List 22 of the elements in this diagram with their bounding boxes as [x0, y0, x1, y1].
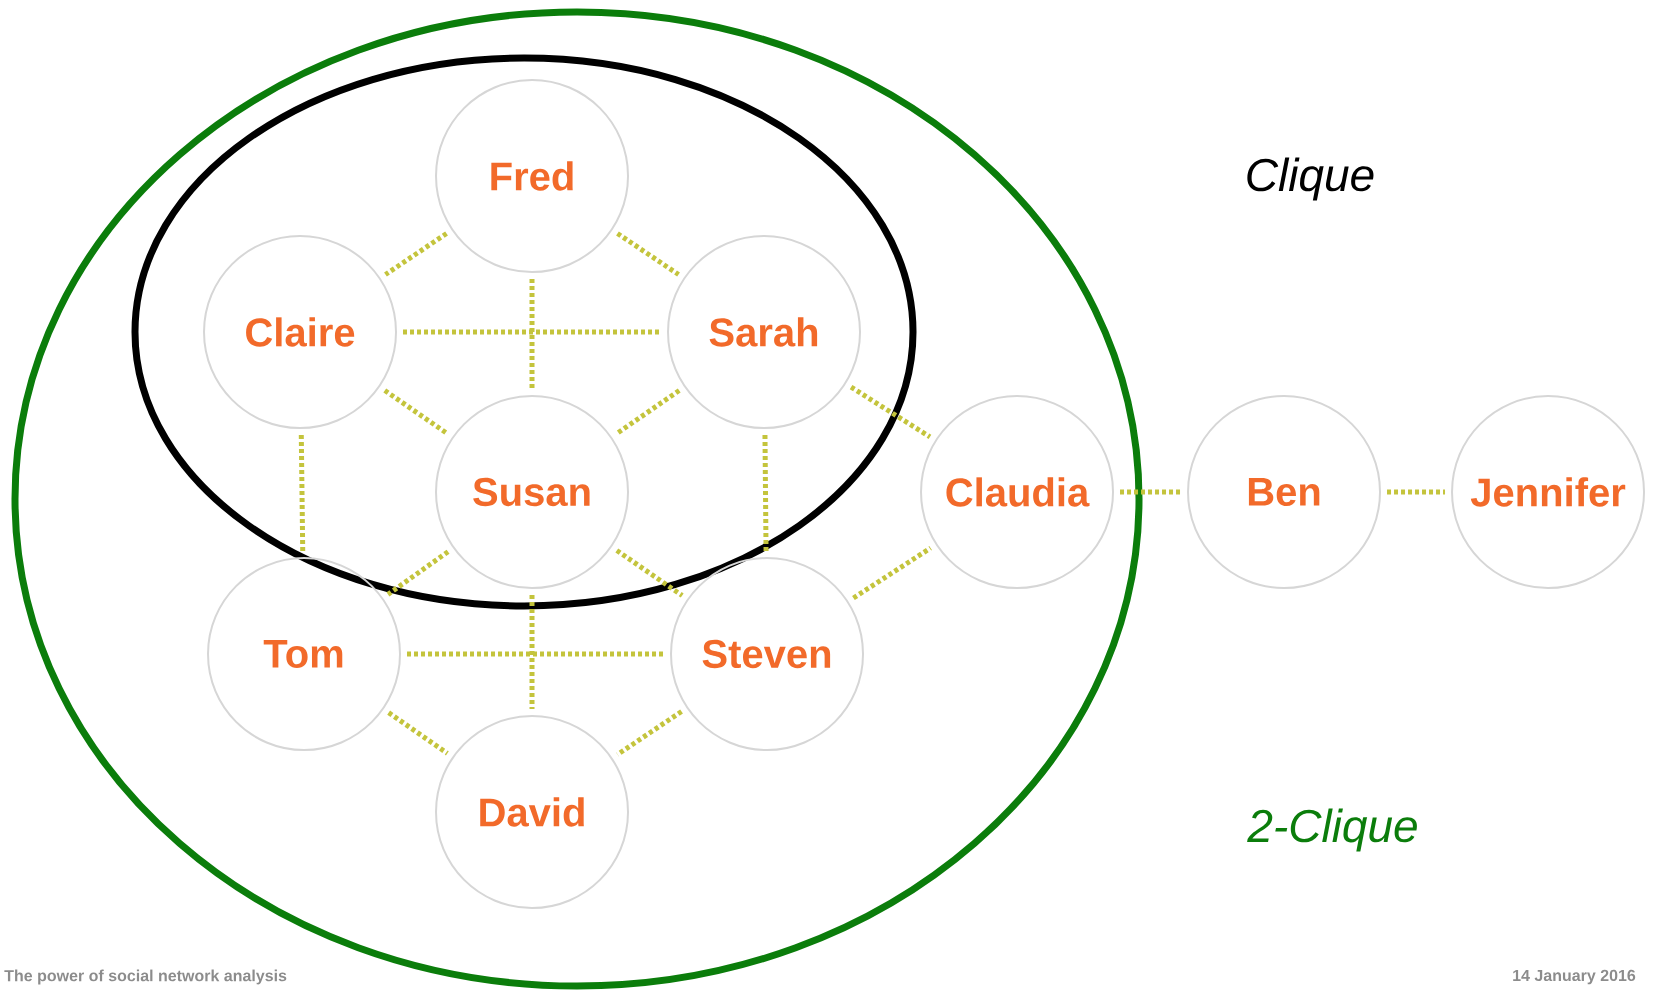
- dotted-link: [616, 231, 680, 277]
- dotted-link: [387, 710, 449, 756]
- dotted-link: [383, 388, 449, 436]
- dotted-link: [529, 595, 535, 709]
- dotted-link: [384, 231, 448, 277]
- dotted-link: [615, 388, 681, 436]
- dotted-link: [616, 709, 683, 757]
- dotted-link: [407, 651, 664, 657]
- dotted-link: [1387, 489, 1445, 495]
- dotted-link: [403, 329, 661, 335]
- group-label: 2-Clique: [1247, 808, 1417, 852]
- dotted-link: [386, 549, 450, 597]
- dotted-link: [529, 279, 535, 389]
- clique-ellipse: [131, 54, 917, 610]
- footer-text: The power of social network analysis: [4, 969, 287, 985]
- dotted-link: [1120, 489, 1181, 495]
- dotted-link: [852, 545, 932, 601]
- dotted-link: [849, 384, 932, 440]
- dotted-link: [615, 548, 684, 598]
- group-label: Clique: [1247, 157, 1374, 201]
- dotted-link: [298, 434, 306, 552]
- footer-text: 14 January 2016: [1513, 969, 1636, 985]
